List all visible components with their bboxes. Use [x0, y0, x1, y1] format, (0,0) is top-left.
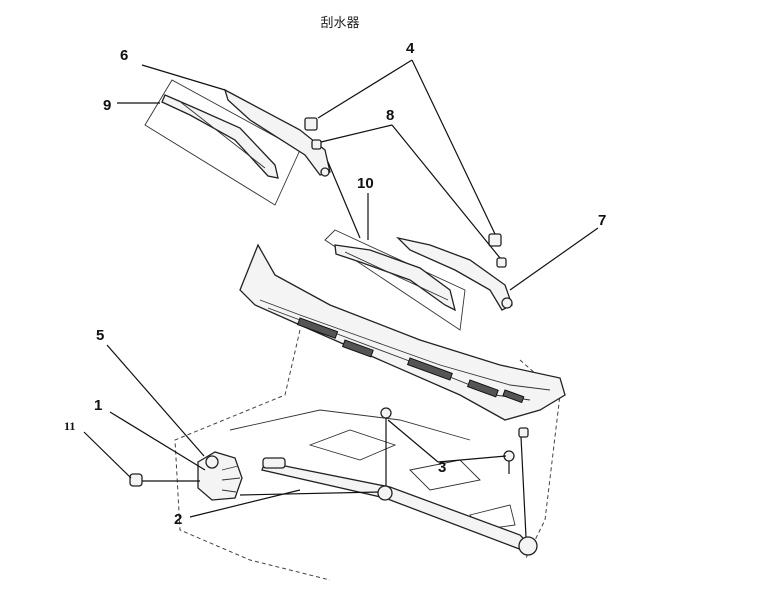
callout-2: 2 — [174, 511, 182, 528]
cap-4a — [304, 117, 318, 131]
lower-blade-assembly — [324, 229, 513, 331]
callout-9: 9 — [103, 97, 111, 114]
callout-6: 6 — [120, 47, 128, 64]
callout-3: 3 — [438, 459, 446, 476]
nut-8a — [311, 139, 322, 150]
callout-7: 7 — [598, 212, 606, 229]
callout-5: 5 — [96, 327, 104, 344]
hood-outline — [174, 329, 561, 581]
nut-8b — [496, 257, 507, 268]
wiper-linkage — [239, 436, 538, 556]
cap-4b — [488, 233, 502, 247]
caps-and-nuts — [304, 117, 529, 438]
leader-lines — [83, 59, 599, 518]
callout-11: 11 — [64, 419, 75, 433]
cowl-vent-grille — [296, 317, 525, 404]
cowl-panel — [239, 243, 566, 421]
grommet-11 — [129, 473, 143, 487]
callout-1: 1 — [94, 397, 102, 414]
callout-10: 10 — [357, 175, 374, 192]
mounting-bolts — [380, 407, 515, 474]
callouts: 6 9 4 8 10 7 5 1 11 3 2 — [64, 40, 606, 528]
diagram-title: 刮水器 — [320, 16, 360, 31]
wiper-motor — [129, 451, 243, 501]
callout-8: 8 — [386, 107, 394, 124]
callout-4: 4 — [406, 40, 415, 57]
nut-lower — [518, 427, 529, 438]
upper-blade-assembly — [144, 79, 331, 206]
